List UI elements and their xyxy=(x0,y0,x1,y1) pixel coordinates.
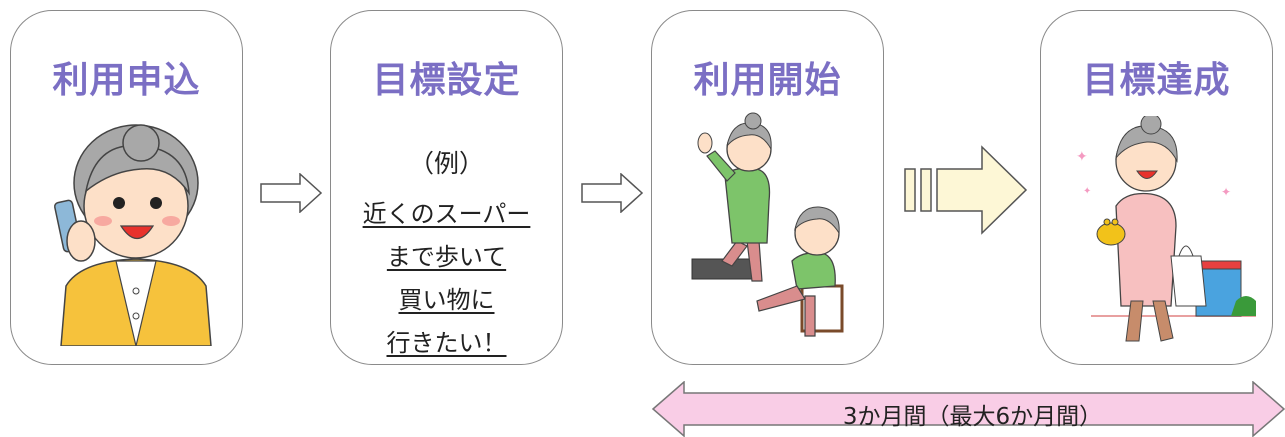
goal-line: 行きたい！ xyxy=(386,329,507,357)
step-title: 利用申込 xyxy=(52,60,201,101)
step-card-goal-achieved: 目標達成 ✦ ✦ ✦ xyxy=(1040,10,1273,365)
period-double-arrow xyxy=(652,381,1285,437)
arrow-right-icon xyxy=(581,173,643,213)
step-card-application: 利用申込 xyxy=(10,10,243,365)
step-title: 目標達成 xyxy=(1082,60,1231,101)
step-card-start-use: 利用開始 xyxy=(651,10,884,365)
big-arrow-right-icon xyxy=(904,145,1029,235)
period-label: 3か月間（最大6か月間） xyxy=(842,404,1103,430)
goal-line: 買い物に xyxy=(398,286,495,314)
step-title: 目標設定 xyxy=(372,60,521,101)
svg-text:✦: ✦ xyxy=(1083,186,1091,197)
example-label: （例） xyxy=(408,149,484,178)
elderly-phone-illustration xyxy=(41,121,216,346)
goal-line: 近くのスーパー xyxy=(362,200,531,228)
shopping-illustration: ✦ ✦ ✦ xyxy=(1071,116,1261,351)
goal-line: まで歩いて xyxy=(386,243,507,271)
step-card-goal-setting: 目標設定 （例） 近くのスーパー まで歩いて 買い物に 行きたい！ xyxy=(330,10,563,365)
svg-text:✦: ✦ xyxy=(1076,149,1088,165)
arrow-right-icon xyxy=(260,173,322,213)
step-title: 利用開始 xyxy=(693,60,842,101)
svg-text:✦: ✦ xyxy=(1221,185,1231,199)
exercise-illustration xyxy=(677,111,867,351)
